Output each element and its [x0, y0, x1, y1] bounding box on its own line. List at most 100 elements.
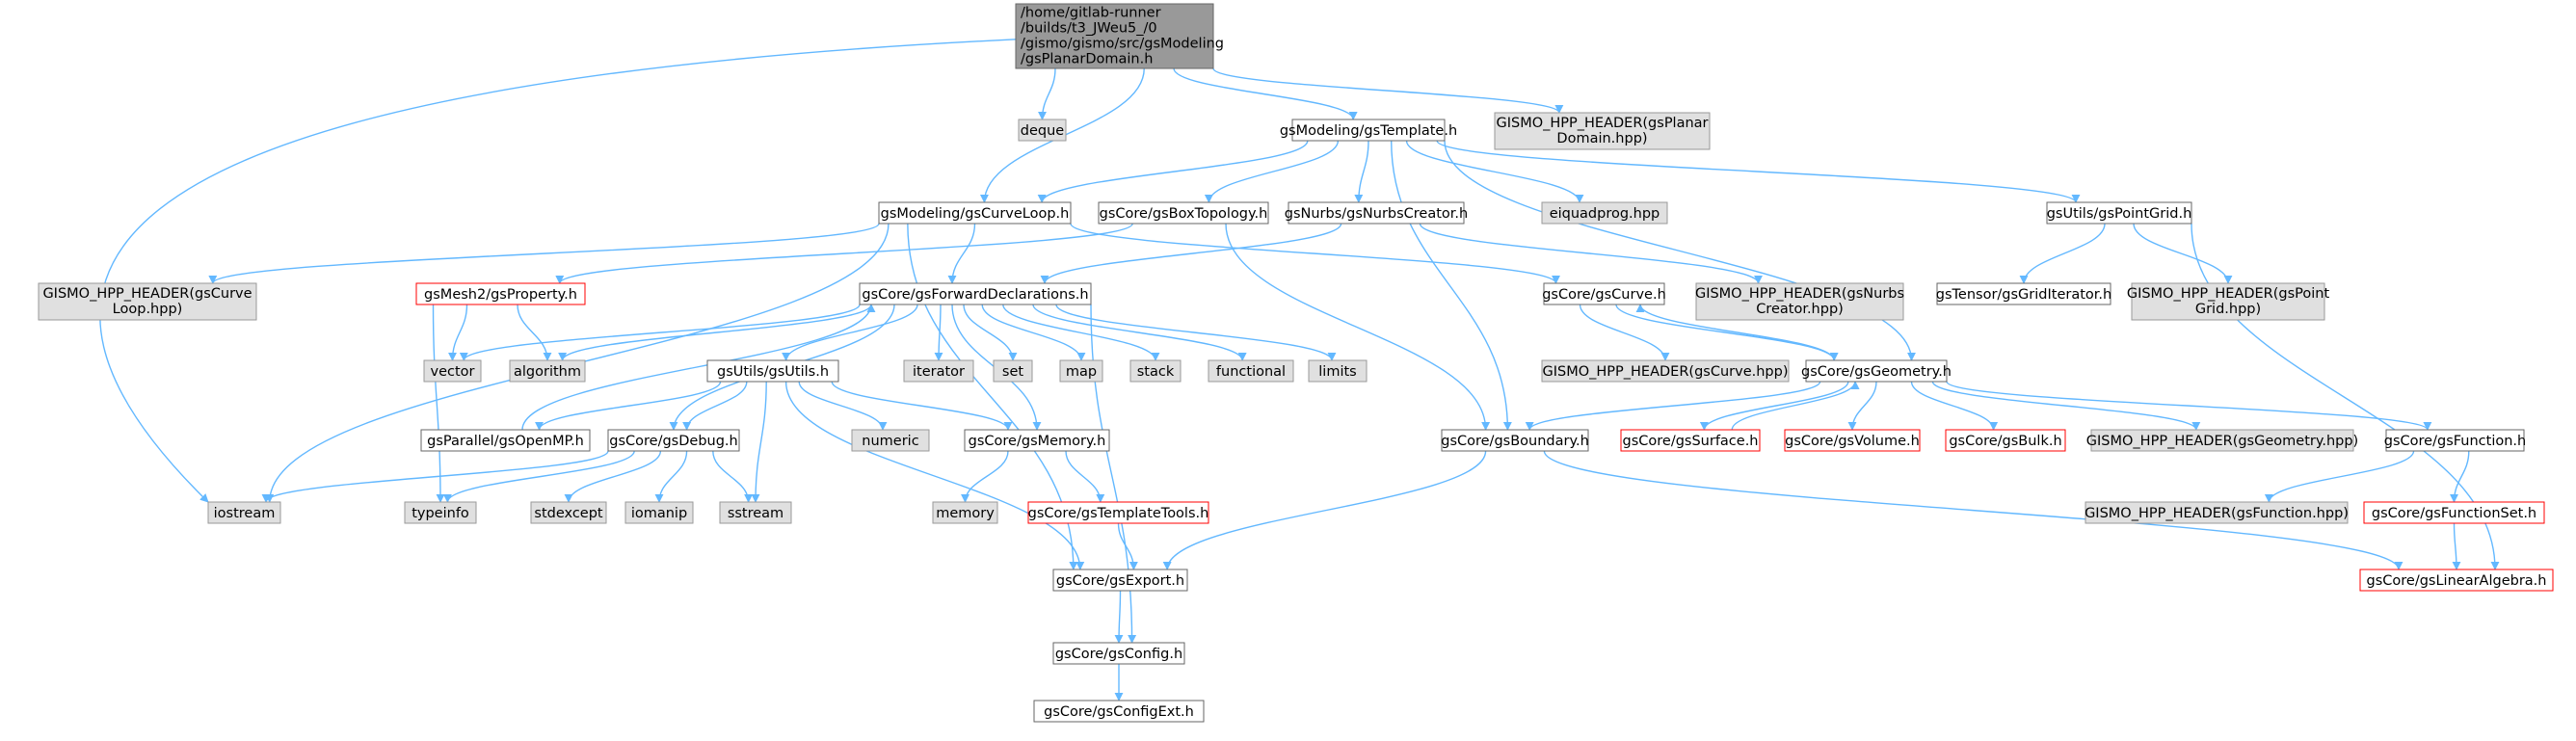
node-map[interactable]: map: [1059, 359, 1103, 383]
node-memory-h[interactable]: gsCore/gsMemory.h: [964, 429, 1110, 452]
node-iostream[interactable]: iostream: [207, 501, 281, 524]
node-box: [1620, 429, 1761, 452]
node-box: [1541, 201, 1668, 225]
node-functional[interactable]: functional: [1208, 359, 1294, 383]
node-label: gsCore/gsExport.h: [1056, 573, 1184, 589]
node-boxtopology[interactable]: gsCore/gsBoxTopology.h: [1098, 201, 1269, 225]
node-export[interactable]: gsCore/gsExport.h: [1052, 569, 1188, 592]
node-functionset[interactable]: gsCore/gsFunctionSet.h: [2363, 501, 2545, 524]
node-box: [1018, 119, 1067, 142]
node-curve[interactable]: gsCore/gsCurve.h: [1542, 282, 1666, 305]
node-griditerator[interactable]: gsTensor/gsGridIterator.h: [1936, 282, 2111, 305]
node-box: [1015, 3, 1214, 69]
node-label: gsTensor/gsGridIterator.h: [1936, 287, 2111, 303]
node-label: gsCore/gsVolume.h: [1785, 434, 1920, 449]
edge-gsutils-to-memory-h: [831, 381, 1013, 431]
node-numeric[interactable]: numeric: [851, 429, 930, 452]
node-surface[interactable]: gsCore/gsSurface.h: [1620, 429, 1761, 452]
node-box: [878, 201, 1072, 225]
node-label: set: [1002, 364, 1023, 380]
edge-memory-h-to-memory: [961, 450, 1009, 503]
node-gismo-nurbs[interactable]: GISMO_HPP_HEADER(gsNurbsCreator.hpp): [1695, 282, 1904, 321]
edge-debug-to-stdexcept: [564, 450, 662, 503]
node-eiquadprog[interactable]: eiquadprog.hpp: [1541, 201, 1668, 225]
node-label: GISMO_HPP_HEADER(gsPoint: [2127, 286, 2330, 302]
node-gsutils[interactable]: gsUtils/gsUtils.h: [706, 359, 839, 383]
node-box: [2359, 569, 2554, 592]
node-function[interactable]: gsCore/gsFunction.h: [2384, 429, 2526, 452]
node-vector[interactable]: vector: [423, 359, 482, 383]
node-label: gsCore/gsDebug.h: [609, 434, 737, 449]
node-openmp[interactable]: gsParallel/gsOpenMP.h: [420, 429, 591, 452]
edge-debug-to-iomanip: [654, 450, 688, 503]
node-configext[interactable]: gsCore/gsConfigExt.h: [1033, 700, 1205, 723]
node-nurbscreator[interactable]: gsNurbs/gsNurbsCreator.h: [1285, 201, 1468, 225]
node-geometry[interactable]: gsCore/gsGeometry.h: [1801, 359, 1952, 383]
node-pointgrid[interactable]: gsUtils/gsPointGrid.h: [2046, 201, 2192, 225]
node-gismo-curve[interactable]: GISMO_HPP_HEADER(gsCurve.hpp): [1541, 359, 1790, 383]
node-sstream[interactable]: sstream: [719, 501, 792, 524]
edge-template-to-pointgrid: [1436, 140, 2081, 203]
node-box: [1098, 201, 1269, 225]
node-linalg[interactable]: gsCore/gsLinearAlgebra.h: [2359, 569, 2554, 592]
node-box: [2385, 429, 2525, 452]
node-iomanip[interactable]: iomanip: [624, 501, 694, 524]
node-label: iterator: [913, 364, 965, 380]
node-iterator[interactable]: iterator: [903, 359, 974, 383]
edge-boxtopology-to-property: [555, 223, 1133, 284]
node-template[interactable]: gsModeling/gsTemplate.h: [1280, 119, 1457, 142]
node-label: gsCore/gsMemory.h: [969, 434, 1106, 449]
node-box: [624, 501, 694, 524]
node-box: [1936, 282, 2111, 305]
edge-gsutils-to-numeric: [798, 381, 888, 431]
node-root[interactable]: /home/gitlab-runner/builds/t3_JWeu5_/0/g…: [1015, 3, 1224, 69]
node-label: GISMO_HPP_HEADER(gsPlanar: [1496, 116, 1708, 131]
node-box: [1291, 119, 1446, 142]
node-label: GISMO_HPP_HEADER(gsGeometry.hpp): [2086, 434, 2358, 449]
edge-curveloop-to-gismo-curveloop: [208, 223, 880, 284]
node-box: [1129, 359, 1182, 383]
node-bulk[interactable]: gsCore/gsBulk.h: [1945, 429, 2066, 452]
edge-root-to-template: [1173, 67, 1358, 120]
node-gismo-curveloop[interactable]: GISMO_HPP_HEADER(gsCurveLoop.hpp): [38, 282, 257, 321]
node-gismo-function[interactable]: GISMO_HPP_HEADER(gsFunction.hpp): [2085, 501, 2349, 524]
node-templatetools[interactable]: gsCore/gsTemplateTools.h: [1027, 501, 1209, 524]
node-property[interactable]: gsMesh2/gsProperty.h: [415, 282, 586, 305]
node-memory[interactable]: memory: [932, 501, 998, 524]
node-label: gsCore/gsConfig.h: [1055, 647, 1182, 662]
edge-property-to-typeinfo: [432, 304, 445, 503]
node-box: [903, 359, 974, 383]
node-label: GISMO_HPP_HEADER(gsFunction.hpp): [2085, 506, 2349, 521]
node-stack[interactable]: stack: [1129, 359, 1182, 383]
node-label: numeric: [862, 434, 918, 449]
node-config[interactable]: gsCore/gsConfig.h: [1052, 642, 1185, 665]
node-typeinfo[interactable]: typeinfo: [404, 501, 477, 524]
edge-template-to-nurbscreator: [1354, 140, 1369, 203]
edge-boundary-to-linalg: [1543, 450, 2403, 570]
node-label: gsParallel/gsOpenMP.h: [427, 434, 584, 449]
node-volume[interactable]: gsCore/gsVolume.h: [1784, 429, 1921, 452]
node-algorithm[interactable]: algorithm: [509, 359, 586, 383]
edge-property-to-algorithm: [517, 304, 552, 361]
node-deque[interactable]: deque: [1018, 119, 1067, 142]
node-gismo-pointgrid[interactable]: GISMO_HPP_HEADER(gsPointGrid.hpp): [2127, 282, 2330, 321]
node-stdexcept[interactable]: stdexcept: [530, 501, 607, 524]
edge-curve-to-gismo-curve: [1579, 304, 1670, 361]
node-label: gsModeling/gsTemplate.h: [1280, 123, 1457, 139]
node-forward[interactable]: gsCore/gsForwardDeclarations.h: [859, 282, 1092, 305]
node-gismo-geometry[interactable]: GISMO_HPP_HEADER(gsGeometry.hpp): [2086, 429, 2358, 452]
edge-functionset-to-linalg: [2452, 522, 2461, 570]
node-label: Creator.hpp): [1756, 302, 1844, 317]
edge-root-to-iostream: [99, 39, 1017, 503]
node-label: iomanip: [631, 506, 687, 521]
node-boundary[interactable]: gsCore/gsBoundary.h: [1441, 429, 1589, 452]
node-label: gsCore/gsBoundary.h: [1441, 434, 1589, 449]
node-gismo-planar[interactable]: GISMO_HPP_HEADER(gsPlanarDomain.hpp): [1494, 112, 1711, 150]
header-nodes: /home/gitlab-runner/builds/t3_JWeu5_/0/g…: [38, 3, 2554, 723]
node-debug[interactable]: gsCore/gsDebug.h: [607, 429, 740, 452]
node-curveloop[interactable]: gsModeling/gsCurveLoop.h: [878, 201, 1072, 225]
node-limits[interactable]: limits: [1308, 359, 1368, 383]
node-set[interactable]: set: [993, 359, 1033, 383]
node-box: [859, 282, 1092, 305]
